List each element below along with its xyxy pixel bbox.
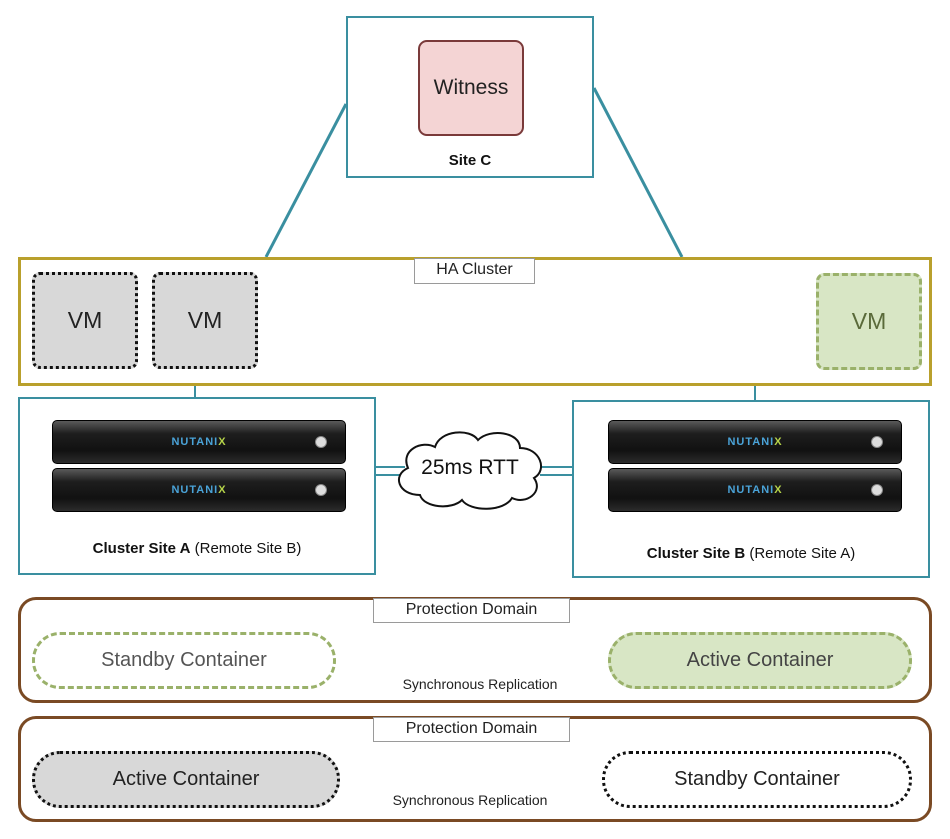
rtt-label: 25ms RTT xyxy=(421,456,519,479)
active-container: Active Container xyxy=(32,751,340,808)
server-icon: NUTANIX xyxy=(608,468,902,512)
nutanix-logo: NUTANIX xyxy=(727,484,783,496)
standby-container: Standby Container xyxy=(602,751,912,808)
protection-domain-label: Protection Domain xyxy=(373,717,570,742)
cloud-shape xyxy=(397,431,542,510)
container-label: Standby Container xyxy=(101,649,267,671)
site-c-link-left xyxy=(264,103,348,258)
ha-cluster-label: HA Cluster xyxy=(414,258,535,284)
vm-node: VM xyxy=(152,272,258,369)
active-container: Active Container xyxy=(608,632,912,689)
site-c-link-right xyxy=(592,87,684,258)
container-label: Active Container xyxy=(686,649,834,671)
nutanix-logo: NUTANIX xyxy=(727,436,783,448)
server-icon: NUTANIX xyxy=(608,420,902,464)
vm-label: VM xyxy=(851,308,887,334)
power-button-icon xyxy=(315,484,327,496)
cluster-site-a-label: Cluster Site A (Remote Site B) xyxy=(18,540,376,557)
vm-node-standby: VM xyxy=(816,273,922,370)
nutanix-logo: NUTANIX xyxy=(171,484,227,496)
vm-label: VM xyxy=(67,307,103,333)
replication-label: Synchronous Replication xyxy=(402,676,558,692)
vm-node: VM xyxy=(32,272,138,369)
site-c-label: Site C xyxy=(448,152,492,169)
witness-label: Witness xyxy=(433,76,509,99)
vm-label: VM xyxy=(187,307,223,333)
witness-node: Witness xyxy=(418,40,524,136)
replication-label: Synchronous Replication xyxy=(392,792,548,808)
cluster-site-b-label: Cluster Site B (Remote Site A) xyxy=(572,545,930,562)
power-button-icon xyxy=(871,436,883,448)
power-button-icon xyxy=(871,484,883,496)
container-label: Active Container xyxy=(112,768,260,790)
standby-container: Standby Container xyxy=(32,632,336,689)
power-button-icon xyxy=(315,436,327,448)
cluster-site-a-remote: (Remote Site B) xyxy=(194,540,302,557)
cluster-site-a-name: Cluster Site A xyxy=(92,540,191,557)
protection-domain-label: Protection Domain xyxy=(373,598,570,623)
cluster-site-b-name: Cluster Site B xyxy=(646,545,746,562)
nutanix-logo: NUTANIX xyxy=(171,436,227,448)
cluster-site-b-remote: (Remote Site A) xyxy=(749,545,856,562)
container-label: Standby Container xyxy=(674,768,840,790)
server-icon: NUTANIX xyxy=(52,468,346,512)
server-icon: NUTANIX xyxy=(52,420,346,464)
